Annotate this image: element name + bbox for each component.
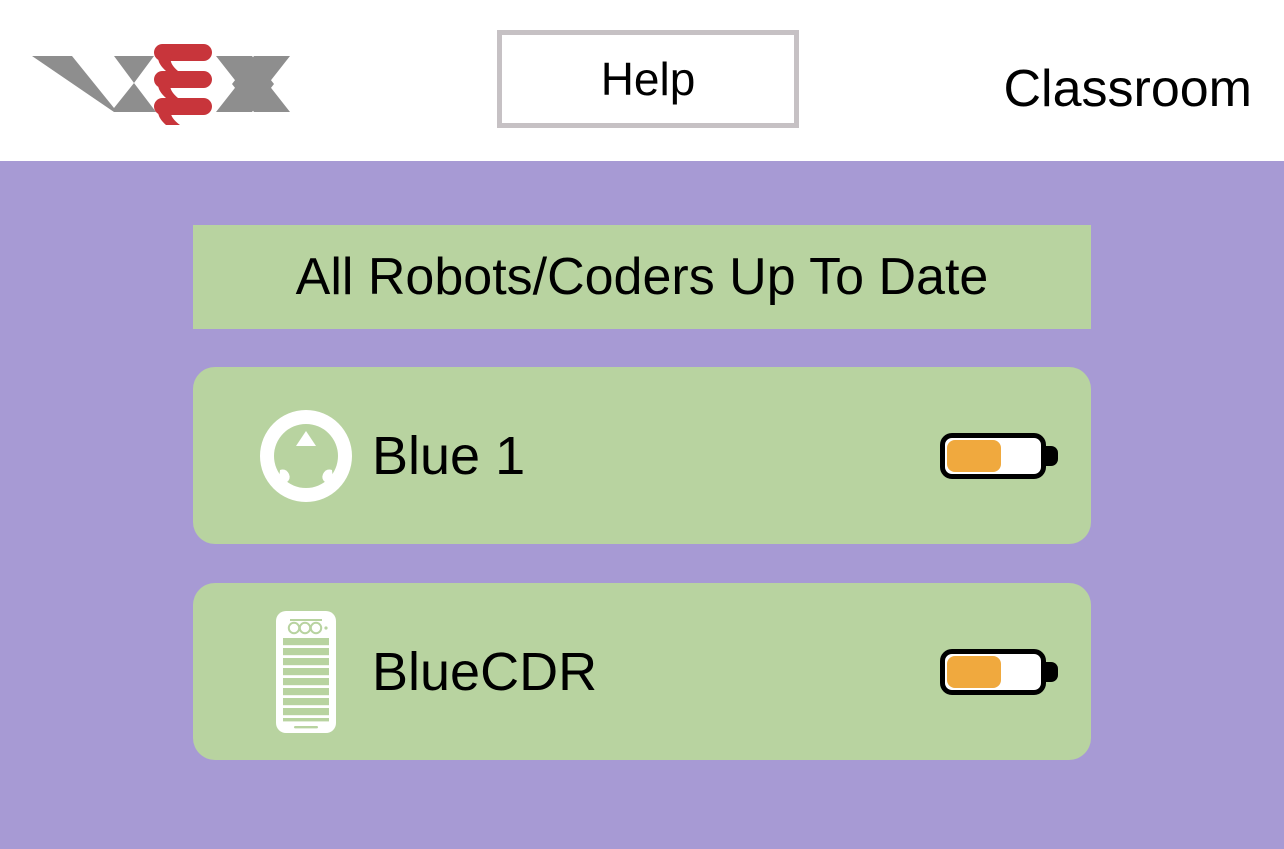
status-banner-label: All Robots/Coders Up To Date — [295, 248, 989, 306]
battery-terminal-icon — [1044, 445, 1058, 466]
status-banner: All Robots/Coders Up To Date — [193, 225, 1091, 329]
device-card-robot[interactable]: Blue 1 — [193, 367, 1091, 544]
battery-indicator — [940, 583, 1060, 760]
device-name-label: Blue 1 — [372, 425, 526, 486]
help-button-label: Help — [600, 53, 696, 105]
battery-fill — [947, 439, 1001, 472]
help-button[interactable]: Help — [497, 30, 799, 128]
battery-fill — [947, 655, 1001, 688]
main-content: All Robots/Coders Up To Date Blue 1 — [0, 161, 1284, 849]
battery-body — [940, 432, 1046, 479]
coder-device-icon — [251, 583, 361, 760]
page-title: Classroom — [1003, 60, 1253, 118]
device-name-label: BlueCDR — [372, 641, 598, 702]
app-header: Help Classroom — [0, 0, 1284, 161]
device-card-coder[interactable]: BlueCDR — [193, 583, 1091, 760]
vex-logo — [26, 38, 292, 126]
battery-indicator — [940, 367, 1060, 544]
robot-brain-icon — [251, 367, 361, 544]
battery-terminal-icon — [1044, 661, 1058, 682]
battery-body — [940, 648, 1046, 695]
